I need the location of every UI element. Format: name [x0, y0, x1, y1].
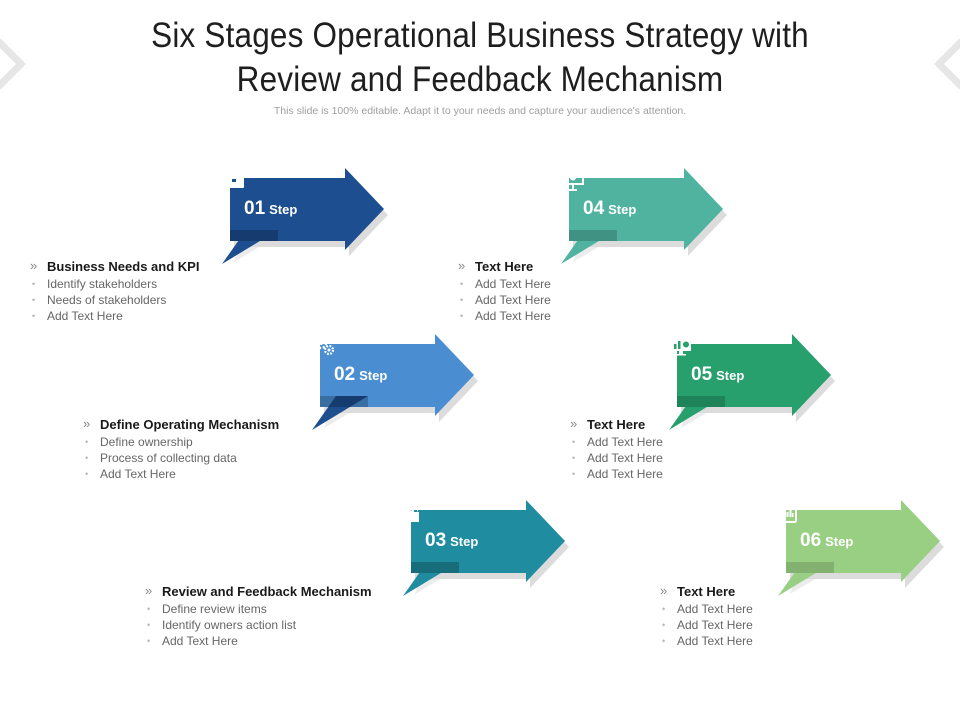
list-item: Needs of stakeholders: [30, 292, 310, 308]
step-01-arrow-shape: [222, 168, 388, 264]
chevron-right-icon: »: [83, 416, 91, 431]
step-06-heading: Text Here: [677, 584, 736, 599]
step-01-word: Step: [269, 202, 298, 217]
chevron-right-icon: »: [458, 258, 466, 273]
presentation-board-icon: [562, 170, 584, 191]
list-item: Add Text Here: [145, 633, 425, 649]
list-item: Add Text Here: [660, 633, 940, 649]
step-03-word: Step: [450, 534, 479, 549]
list-item: Add Text Here: [458, 276, 738, 292]
step-06-text-block: » Text Here Add Text Here Add Text Here A…: [660, 583, 940, 649]
list-item: Process of collecting data: [83, 450, 363, 466]
step-02-word: Step: [359, 368, 388, 383]
list-item: Add Text Here: [570, 434, 850, 450]
list-item: Add Text Here: [660, 601, 940, 617]
step-04-heading: Text Here: [475, 259, 534, 274]
step-01-number: 01: [244, 198, 266, 219]
step-03-number: 03: [425, 530, 447, 551]
step-02-text-block: » Define Operating Mechanism Define owner…: [83, 416, 363, 482]
step-05-word: Step: [716, 368, 745, 383]
list-item: Define review items: [145, 601, 425, 617]
step-04-list: Add Text Here Add Text Here Add Text Her…: [458, 276, 738, 324]
step-04-word: Step: [608, 202, 637, 217]
chevron-right-icon: »: [145, 583, 153, 598]
list-item: Add Text Here: [570, 466, 850, 482]
chevron-right-icon: »: [30, 258, 38, 273]
chevron-right-icon: »: [660, 583, 668, 598]
step-03-heading: Review and Feedback Mechanism: [162, 584, 372, 599]
step-05-text-block: » Text Here Add Text Here Add Text Here A…: [570, 416, 850, 482]
step-03-arrow-shape: [403, 500, 569, 596]
chevron-right-icon: »: [570, 416, 578, 431]
list-item: Add Text Here: [660, 617, 940, 633]
step-04-number: 04: [583, 198, 605, 219]
previous-slide-arrow-icon[interactable]: [0, 38, 26, 90]
step-05-list: Add Text Here Add Text Here Add Text Her…: [570, 434, 850, 482]
list-item: Add Text Here: [458, 292, 738, 308]
step-04-arrow-shape: [561, 168, 727, 264]
list-item: Add Text Here: [83, 466, 363, 482]
step-03-list: Define review items Identify owners acti…: [145, 601, 425, 649]
step-01-text-block: » Business Needs and KPI Identify stakeho…: [30, 258, 310, 324]
thumbs-up-chat-icon: [405, 500, 427, 522]
monitor-chart-icon: [671, 338, 691, 356]
step-04-text-block: » Text Here Add Text Here Add Text Here A…: [458, 258, 738, 324]
list-item: Identify owners action list: [145, 617, 425, 633]
list-item: Identify stakeholders: [30, 276, 310, 292]
list-item: Add Text Here: [30, 308, 310, 324]
step-01-list: Identify stakeholders Needs of stakehold…: [30, 276, 310, 324]
list-item: Add Text Here: [570, 450, 850, 466]
slide-title-line-1: Six Stages Operational Business Strategy…: [151, 16, 809, 55]
step-06-list: Add Text Here Add Text Here Add Text Her…: [660, 601, 940, 649]
step-06-arrow-shape: [778, 500, 944, 596]
step-02-heading: Define Operating Mechanism: [100, 417, 280, 432]
mobile-chart-icon: [783, 501, 797, 523]
slide-title: Six Stages Operational Business Strategy…: [48, 14, 912, 102]
list-item: Add Text Here: [458, 308, 738, 324]
step-06-number: 06: [800, 530, 822, 551]
step-05-number: 05: [691, 364, 713, 385]
step-05-arrow-shape: [669, 334, 835, 430]
step-01-heading: Business Needs and KPI: [47, 259, 200, 274]
step-03-text-block: » Review and Feedback Mechanism Define re…: [145, 583, 425, 649]
gears-icon: [314, 336, 335, 356]
step-05-heading: Text Here: [587, 417, 646, 432]
step-02-arrow-shape: [312, 334, 478, 430]
slide-title-line-2: Review and Feedback Mechanism: [236, 60, 724, 99]
slide-subtitle: This slide is 100% editable. Adapt it to…: [273, 105, 687, 117]
next-slide-arrow-icon[interactable]: [934, 38, 960, 90]
briefcase-icon: [224, 170, 244, 188]
list-item: Define ownership: [83, 434, 363, 450]
step-02-number: 02: [334, 364, 356, 385]
step-02-list: Define ownership Process of collecting d…: [83, 434, 363, 482]
step-06-word: Step: [825, 534, 854, 549]
